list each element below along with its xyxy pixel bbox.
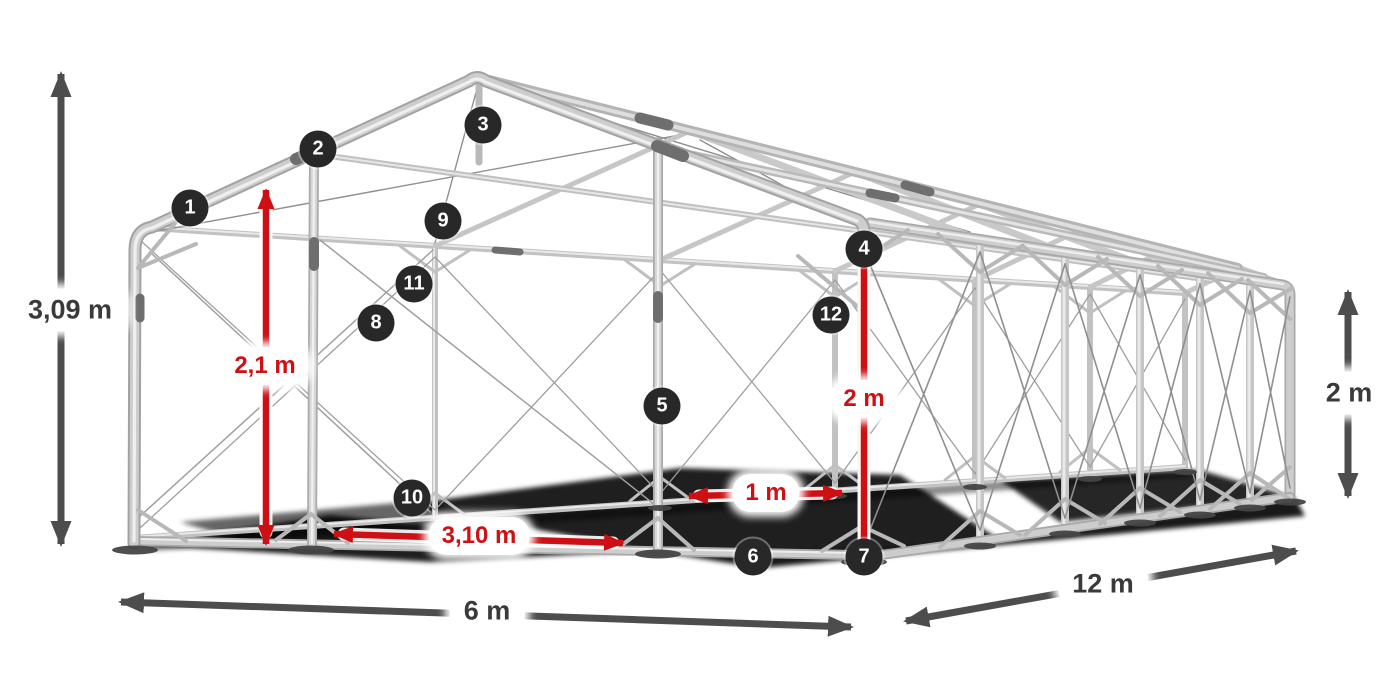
dimension-label-black-6-m: 6 m [449,589,525,633]
dimension-label-black-3-09-m: 3,09 m [13,288,127,332]
part-marker-3: 3 [464,106,502,144]
dimension-label-red-1-m: 1 m [732,474,800,512]
part-marker-6: 6 [734,538,772,576]
part-marker-2: 2 [299,130,337,168]
part-marker-1: 1 [171,189,209,227]
dimension-label-black-12-m: 12 m [1058,562,1148,606]
roof-structure [151,72,1294,296]
dimension-label-black-2-m: 2 m [1311,371,1387,415]
part-marker-10: 10 [393,479,431,517]
near-wall-cables [863,249,1291,546]
dimension-label-red-2-m: 2 m [830,380,898,418]
part-marker-5: 5 [643,387,681,425]
part-marker-7: 7 [845,538,883,576]
part-marker-8: 8 [357,304,395,342]
part-marker-9: 9 [424,202,462,240]
dimension-label-red-2-1-m: 2,1 m [221,347,309,385]
part-marker-12: 12 [812,296,850,334]
part-marker-11: 11 [395,265,433,303]
dimension-label-red-3-10-m: 3,10 m [428,517,530,555]
part-marker-4: 4 [845,230,883,268]
near-wall-braces [862,232,1294,549]
